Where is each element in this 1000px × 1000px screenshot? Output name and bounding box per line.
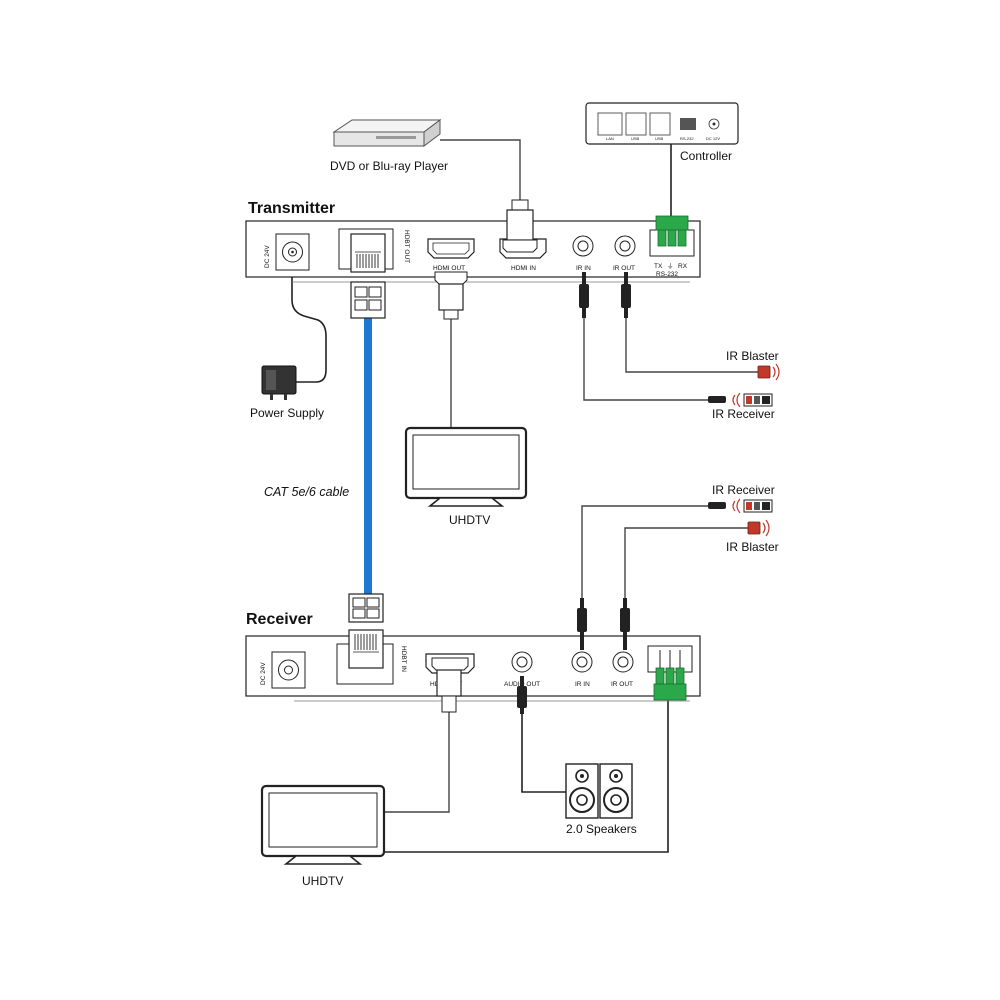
transmitter-rj45-plug [350, 233, 386, 319]
ir-out-plug-bottom [620, 598, 630, 650]
receiver-ir-out-label: IR OUT [611, 681, 633, 688]
transmitter-hdmi-out-label: HDMI OUT [433, 265, 465, 272]
receiver-terminal-plug [653, 650, 687, 701]
receiver-rj45-plug [348, 593, 384, 623]
transmitter-hdbt-label: HDBT OUT [403, 230, 410, 263]
receiver-rj45-head [348, 629, 384, 669]
ir-receiver-bottom-icon [708, 498, 773, 514]
cat-cable [364, 318, 372, 594]
ir-blaster-top-label: IR Blaster [726, 349, 779, 363]
transmitter-ir-out-label: IR OUT [613, 265, 635, 272]
hdmi-to-tv-bottom-cable [384, 712, 450, 813]
receiver-title: Receiver [246, 611, 313, 628]
ir-in-to-receiver-bottom-cable [581, 505, 710, 598]
controller-port-lan: LAN [606, 136, 614, 141]
transmitter-terminal-plug [655, 215, 689, 247]
receiver-dc-label: DC 24V [260, 662, 267, 685]
ir-blaster-bottom-label: IR Blaster [726, 540, 779, 554]
ir-in-plug-bottom [577, 598, 587, 650]
power-supply-label: Power Supply [250, 406, 324, 420]
transmitter-ir-in-label: IR IN [576, 265, 591, 272]
speakers-label: 2.0 Speakers [566, 822, 637, 836]
ir-out-to-blaster-cable [625, 318, 764, 373]
ir-out-to-blaster-bottom-cable [624, 527, 756, 598]
rs232-to-tv-cable [384, 700, 669, 853]
dvd-hdmi-cable [440, 139, 521, 200]
controller-port-usb-2: USB [655, 136, 664, 141]
speakers [565, 763, 633, 819]
transmitter-tx-label: TX [654, 263, 663, 270]
ir-receiver-top-icon [708, 392, 773, 408]
controller-port-dc: DC 12V [706, 136, 720, 141]
ir-receiver-top-label: IR Receiver [712, 407, 775, 421]
hdmi-out-plug [434, 271, 468, 320]
transmitter-rx-label: RX [678, 263, 688, 270]
transmitter-title: Transmitter [248, 200, 335, 217]
receiver-hdmi-plug [431, 657, 469, 713]
uhdtv-top-label: UHDTV [449, 513, 490, 527]
power-supply [261, 365, 297, 400]
uhdtv-bottom-label: UHDTV [302, 874, 343, 888]
transmitter-ground-symbol: ⏚ [667, 262, 674, 270]
controller-port-usb-1: USB [631, 136, 640, 141]
receiver-hdbt-label: HDBT IN [400, 646, 407, 672]
ir-in-plug-top [579, 272, 589, 318]
ir-blaster-top-icon [757, 363, 780, 381]
hdmi-in-plug [502, 199, 538, 253]
ir-out-plug-top [621, 272, 631, 318]
receiver-box [245, 635, 701, 702]
transmitter-hdmi-in-label: HDMI IN [511, 265, 536, 272]
power-cable [291, 262, 327, 383]
ir-in-to-receiver-cable [583, 318, 718, 401]
ir-receiver-bottom-label: IR Receiver [712, 483, 775, 497]
uhdtv-top [404, 426, 528, 507]
transmitter-hdmi-out-port [427, 238, 475, 259]
receiver-ir-in-label: IR IN [575, 681, 590, 688]
controller-label: Controller [680, 149, 732, 163]
cat-cable-label: CAT 5e/6 cable [264, 485, 349, 499]
uhdtv-bottom [260, 784, 386, 865]
audio-to-speakers-cable [521, 712, 566, 793]
transmitter-box [245, 220, 701, 283]
audio-plug [517, 676, 527, 714]
dvd-label: DVD or Blu-ray Player [330, 159, 448, 173]
ir-blaster-bottom-icon [747, 519, 770, 537]
transmitter-dc-label: DC 24V [264, 245, 271, 268]
transmitter-rs232-label: RS-232 [656, 271, 678, 278]
controller-box: LAN USB USB RS-232 DC 12V [585, 102, 739, 145]
dvd-player [332, 119, 442, 147]
controller-port-rs232: RS-232 [680, 136, 694, 141]
